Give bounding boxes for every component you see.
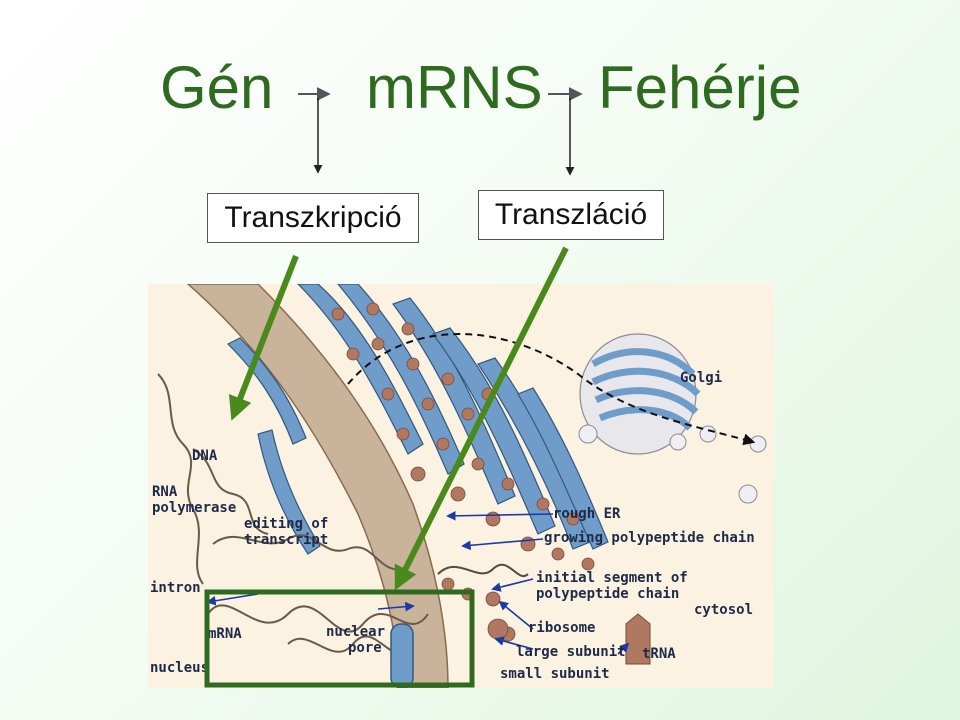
translation-box: Transzláció — [478, 190, 664, 240]
label-intron: intron — [150, 580, 201, 596]
mrna-to-protein-arrow — [548, 87, 583, 176]
cell-illustration: Golgi DNA RNA polymerase editing of tran… — [148, 284, 774, 688]
label-golgi: Golgi — [680, 370, 723, 386]
golgi-apparatus — [578, 333, 767, 504]
transcription-box: Transzkripció — [207, 193, 419, 243]
label-editing-of-transcript: editing of transcript — [244, 516, 329, 549]
label-dna: DNA — [192, 448, 218, 464]
translation-label: Transzláció — [494, 198, 648, 231]
label-initial-segment: initial segment of polypeptide chain — [536, 570, 688, 603]
polypeptide-chain — [437, 563, 529, 577]
gene-to-mrna-arrow — [298, 87, 331, 174]
label-growing-chain: growing polypeptide chain — [544, 530, 755, 546]
trna-shape — [625, 613, 651, 665]
label-ribosome: ribosome — [528, 620, 596, 636]
title-gene: Gén — [160, 54, 274, 121]
label-nuclear-pore: nuclear pore — [326, 624, 386, 657]
label-rna-polymerase: RNA polymerase — [152, 484, 237, 517]
label-large-subunit: large subunit — [516, 644, 626, 660]
title-protein: Fehérje — [598, 54, 802, 121]
nuclear-pore — [390, 623, 414, 688]
ribosome-cluster — [441, 577, 516, 642]
label-nucleus: nucleus — [150, 660, 210, 676]
transcription-label: Transzkripció — [224, 201, 402, 234]
label-small-subunit: small subunit — [500, 666, 610, 682]
title-mrna: mRNS — [366, 54, 543, 121]
label-trna: tRNA — [642, 646, 676, 662]
label-cytosol: cytosol — [694, 602, 754, 618]
label-mrna: mRNA — [208, 626, 242, 642]
label-rough-er: rough ER — [553, 506, 621, 522]
